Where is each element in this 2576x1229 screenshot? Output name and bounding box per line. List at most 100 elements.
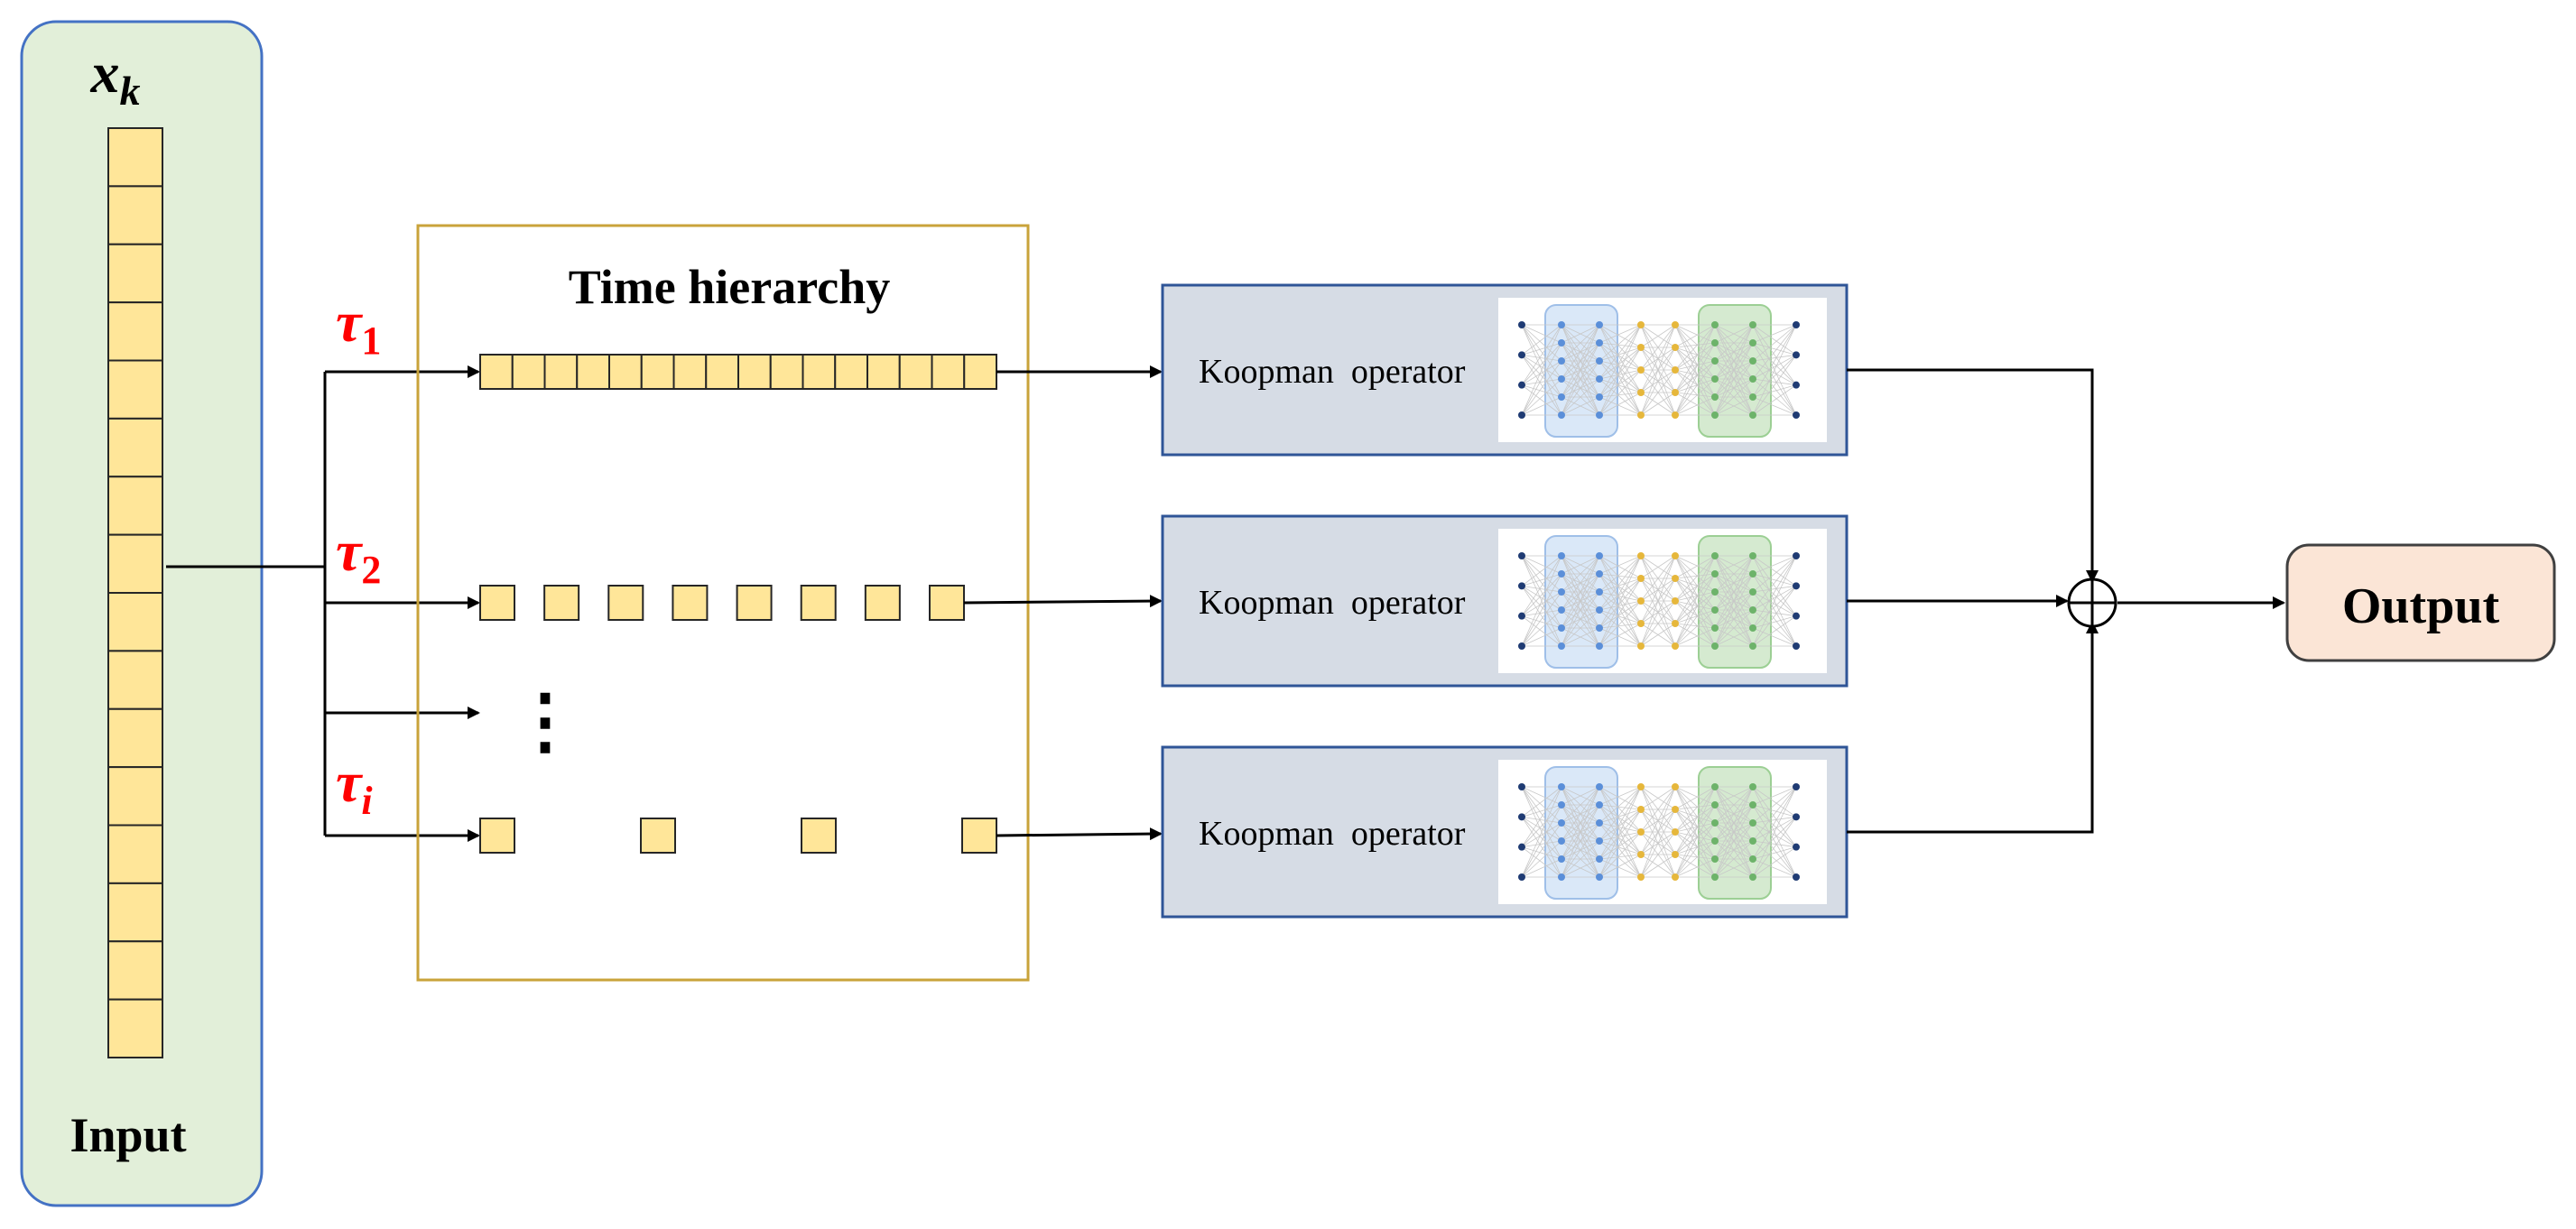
nn-edge <box>1598 591 1642 602</box>
nn-edge <box>1674 573 1716 602</box>
nn-node <box>1637 321 1645 328</box>
nn-node <box>1672 597 1679 605</box>
nn-node <box>1558 606 1565 614</box>
nn-edge <box>1521 591 1562 647</box>
nn-edge <box>1521 817 1562 860</box>
nn-edge <box>1521 324 1562 385</box>
nn-node <box>1596 642 1603 650</box>
nn-edge <box>1521 846 1562 860</box>
nn-edge <box>1714 324 1754 344</box>
nn-node <box>1558 819 1565 827</box>
nn-edge <box>1521 585 1562 611</box>
nn-node <box>1749 552 1756 559</box>
nn-edge <box>1752 846 1797 878</box>
nn-edge <box>1674 396 1716 416</box>
nn-edge <box>1598 831 1642 878</box>
nn-edge <box>1714 396 1754 416</box>
nn-edge <box>1674 858 1716 878</box>
nn-edge <box>1521 615 1562 647</box>
nn-edge <box>1714 858 1754 878</box>
nn-node <box>1518 612 1525 620</box>
nn-node <box>1558 783 1565 790</box>
nn-node <box>1558 321 1565 328</box>
nn-edge <box>1521 786 1562 847</box>
sample-cell <box>769 354 804 390</box>
nn-edge <box>1752 585 1797 593</box>
sample-cell <box>608 354 643 390</box>
input-cell <box>107 650 163 710</box>
nn-node <box>1596 570 1603 578</box>
sample-cell <box>705 354 739 390</box>
nn-node <box>1711 624 1719 632</box>
nn-node <box>1558 411 1565 419</box>
nn-edge <box>1521 342 1562 385</box>
nn-node <box>1749 393 1756 401</box>
nn-edge <box>1521 817 1562 878</box>
nn-edge <box>1674 360 1716 393</box>
nn-edge <box>1598 392 1642 398</box>
nn-edge <box>1674 804 1716 833</box>
koopman-block-3: Koopman operator <box>1161 745 1849 919</box>
nn-edge <box>1674 369 1716 380</box>
nn-edge <box>1752 342 1797 356</box>
nn-edge <box>1598 555 1642 647</box>
nn-edge <box>1714 786 1754 824</box>
nn-edge <box>1752 804 1797 847</box>
nn-node <box>1672 783 1679 790</box>
nn-edge <box>1674 369 1716 416</box>
nn-edge <box>1521 555 1562 587</box>
nn-node <box>1637 873 1645 881</box>
nn-node <box>1596 837 1603 845</box>
nn-edge <box>1714 324 1754 362</box>
nn-edge <box>1752 786 1797 847</box>
nn-edge <box>1598 578 1642 611</box>
input-cell <box>107 592 163 652</box>
nn-node <box>1518 642 1525 650</box>
arrow-row2-to-koopman2 <box>963 595 1163 608</box>
sample-cell <box>672 354 708 390</box>
nn-node <box>1711 552 1719 559</box>
nn-edge <box>1561 786 1600 842</box>
nn-edge <box>1752 586 1797 629</box>
nn-edge <box>1598 809 1642 824</box>
nn-node <box>1793 783 1800 790</box>
nn-edge <box>1561 804 1600 878</box>
nn-node <box>1793 843 1800 851</box>
nn-edge <box>1674 347 1716 380</box>
nn-edge <box>1674 369 1716 398</box>
nn-edge <box>1598 623 1642 629</box>
nn-node <box>1672 620 1679 627</box>
nn-edge <box>1674 573 1716 647</box>
nn-edge <box>1752 816 1797 842</box>
nn-edge <box>1674 809 1716 842</box>
input-variable: xk <box>90 41 141 114</box>
nn-node <box>1518 783 1525 790</box>
nn-edge <box>1752 324 1797 416</box>
nn-node <box>1596 873 1603 881</box>
output-box: Output <box>2285 543 2556 662</box>
nn-edge <box>1640 578 1676 647</box>
nn-node <box>1749 357 1756 365</box>
nn-edge <box>1561 324 1600 362</box>
sample-cell <box>543 585 580 621</box>
nn-edge <box>1674 854 1716 860</box>
nn-edge <box>1561 342 1600 416</box>
nn-node <box>1749 642 1756 650</box>
nn-edge <box>1674 591 1716 624</box>
nn-edge <box>1674 392 1716 398</box>
nn-edge <box>1598 809 1642 842</box>
nn-edge <box>1598 786 1642 878</box>
nn-edge <box>1674 555 1716 647</box>
nn-edge <box>1674 809 1716 824</box>
nn-edge <box>1674 324 1716 416</box>
arrow-row3-to-koopman3 <box>996 827 1163 841</box>
combine-connectors <box>1847 368 2285 834</box>
tau1-label: τ1 <box>336 290 381 363</box>
nn-node <box>1518 321 1525 328</box>
sample-cell <box>802 354 837 390</box>
nn-edge <box>1752 609 1797 617</box>
sample-cell <box>479 585 515 621</box>
nn-node <box>1711 855 1719 863</box>
nn-edge <box>1598 369 1642 398</box>
nn-edge <box>1640 555 1676 647</box>
